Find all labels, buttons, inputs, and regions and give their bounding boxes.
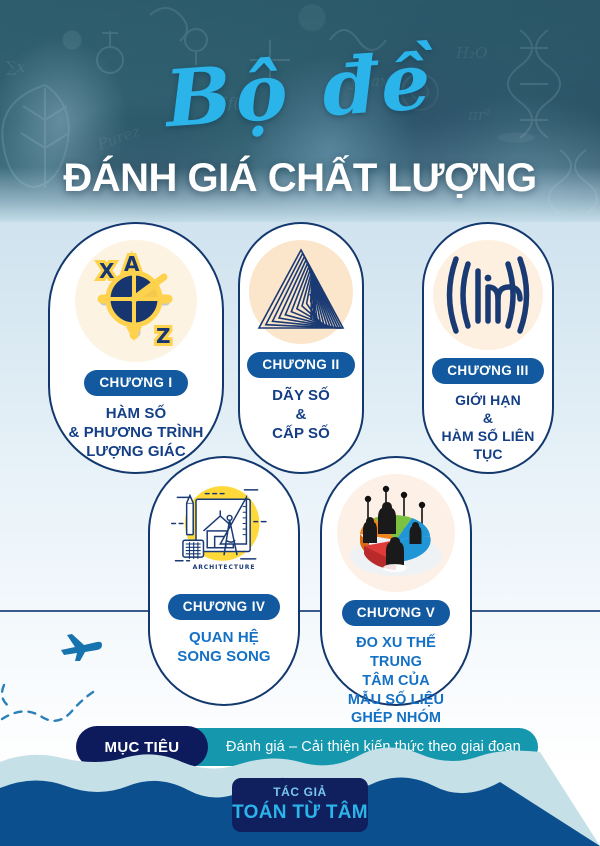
author-kicker: TÁC GIẢ [273, 785, 327, 800]
lim-limit-icon [433, 240, 543, 350]
plane-trail [0, 683, 100, 723]
chapter-badge-4: CHƯƠNG IV [167, 594, 281, 620]
nested-triangles-spiral-icon [249, 240, 353, 344]
author-name: TOÁN TỪ TÂM [232, 801, 368, 823]
page-title: ĐÁNH GIÁ CHẤT LƯỢNG [63, 156, 537, 200]
chapter-badge-2: CHƯƠNG II [247, 352, 355, 378]
horizontal-rule [0, 610, 600, 612]
chapter-title-3: GIỚI HẠN&HÀM SỐ LIÊN TỤC [441, 392, 535, 462]
header-bottom-fade [0, 167, 600, 222]
svg-text:Z: Z [156, 324, 171, 348]
svg-text:X: X [99, 259, 115, 283]
chapter-badge-1: CHƯƠNG I [84, 370, 188, 396]
goal-text: Đánh giá – Cải thiện kiến thức theo giai… [226, 739, 521, 755]
chapter-card-3[interactable]: CHƯƠNG III GIỚI HẠN&HÀM SỐ LIÊN TỤC [422, 222, 554, 474]
header-photo-banner: ∑x Purez y=ax² H₂O πr² ∫f(x) Bộ đề ĐÁNH … [0, 0, 600, 222]
svg-text:ARCHITECTURE: ARCHITECTURE [193, 564, 256, 571]
chapter-badge-3: CHƯƠNG III [432, 358, 544, 384]
trigonometry-compass-icon: X A Z [75, 240, 197, 362]
chapter-card-2[interactable]: CHƯƠNG II DÃY SỐ&CẤP SỐ [238, 222, 364, 474]
chapter-title-2: DÃY SỐ&CẤP SỐ [272, 387, 330, 443]
svg-text:A: A [124, 252, 140, 276]
airplane-icon [61, 634, 102, 661]
author-badge: TÁC GIẢ TOÁN TỪ TÂM [232, 778, 368, 832]
architecture-drafting-icon: ARCHITECTURE [168, 474, 280, 586]
chapter-badge-5: CHƯƠNG V [341, 600, 451, 626]
pie-chart-people-icon [337, 474, 455, 592]
